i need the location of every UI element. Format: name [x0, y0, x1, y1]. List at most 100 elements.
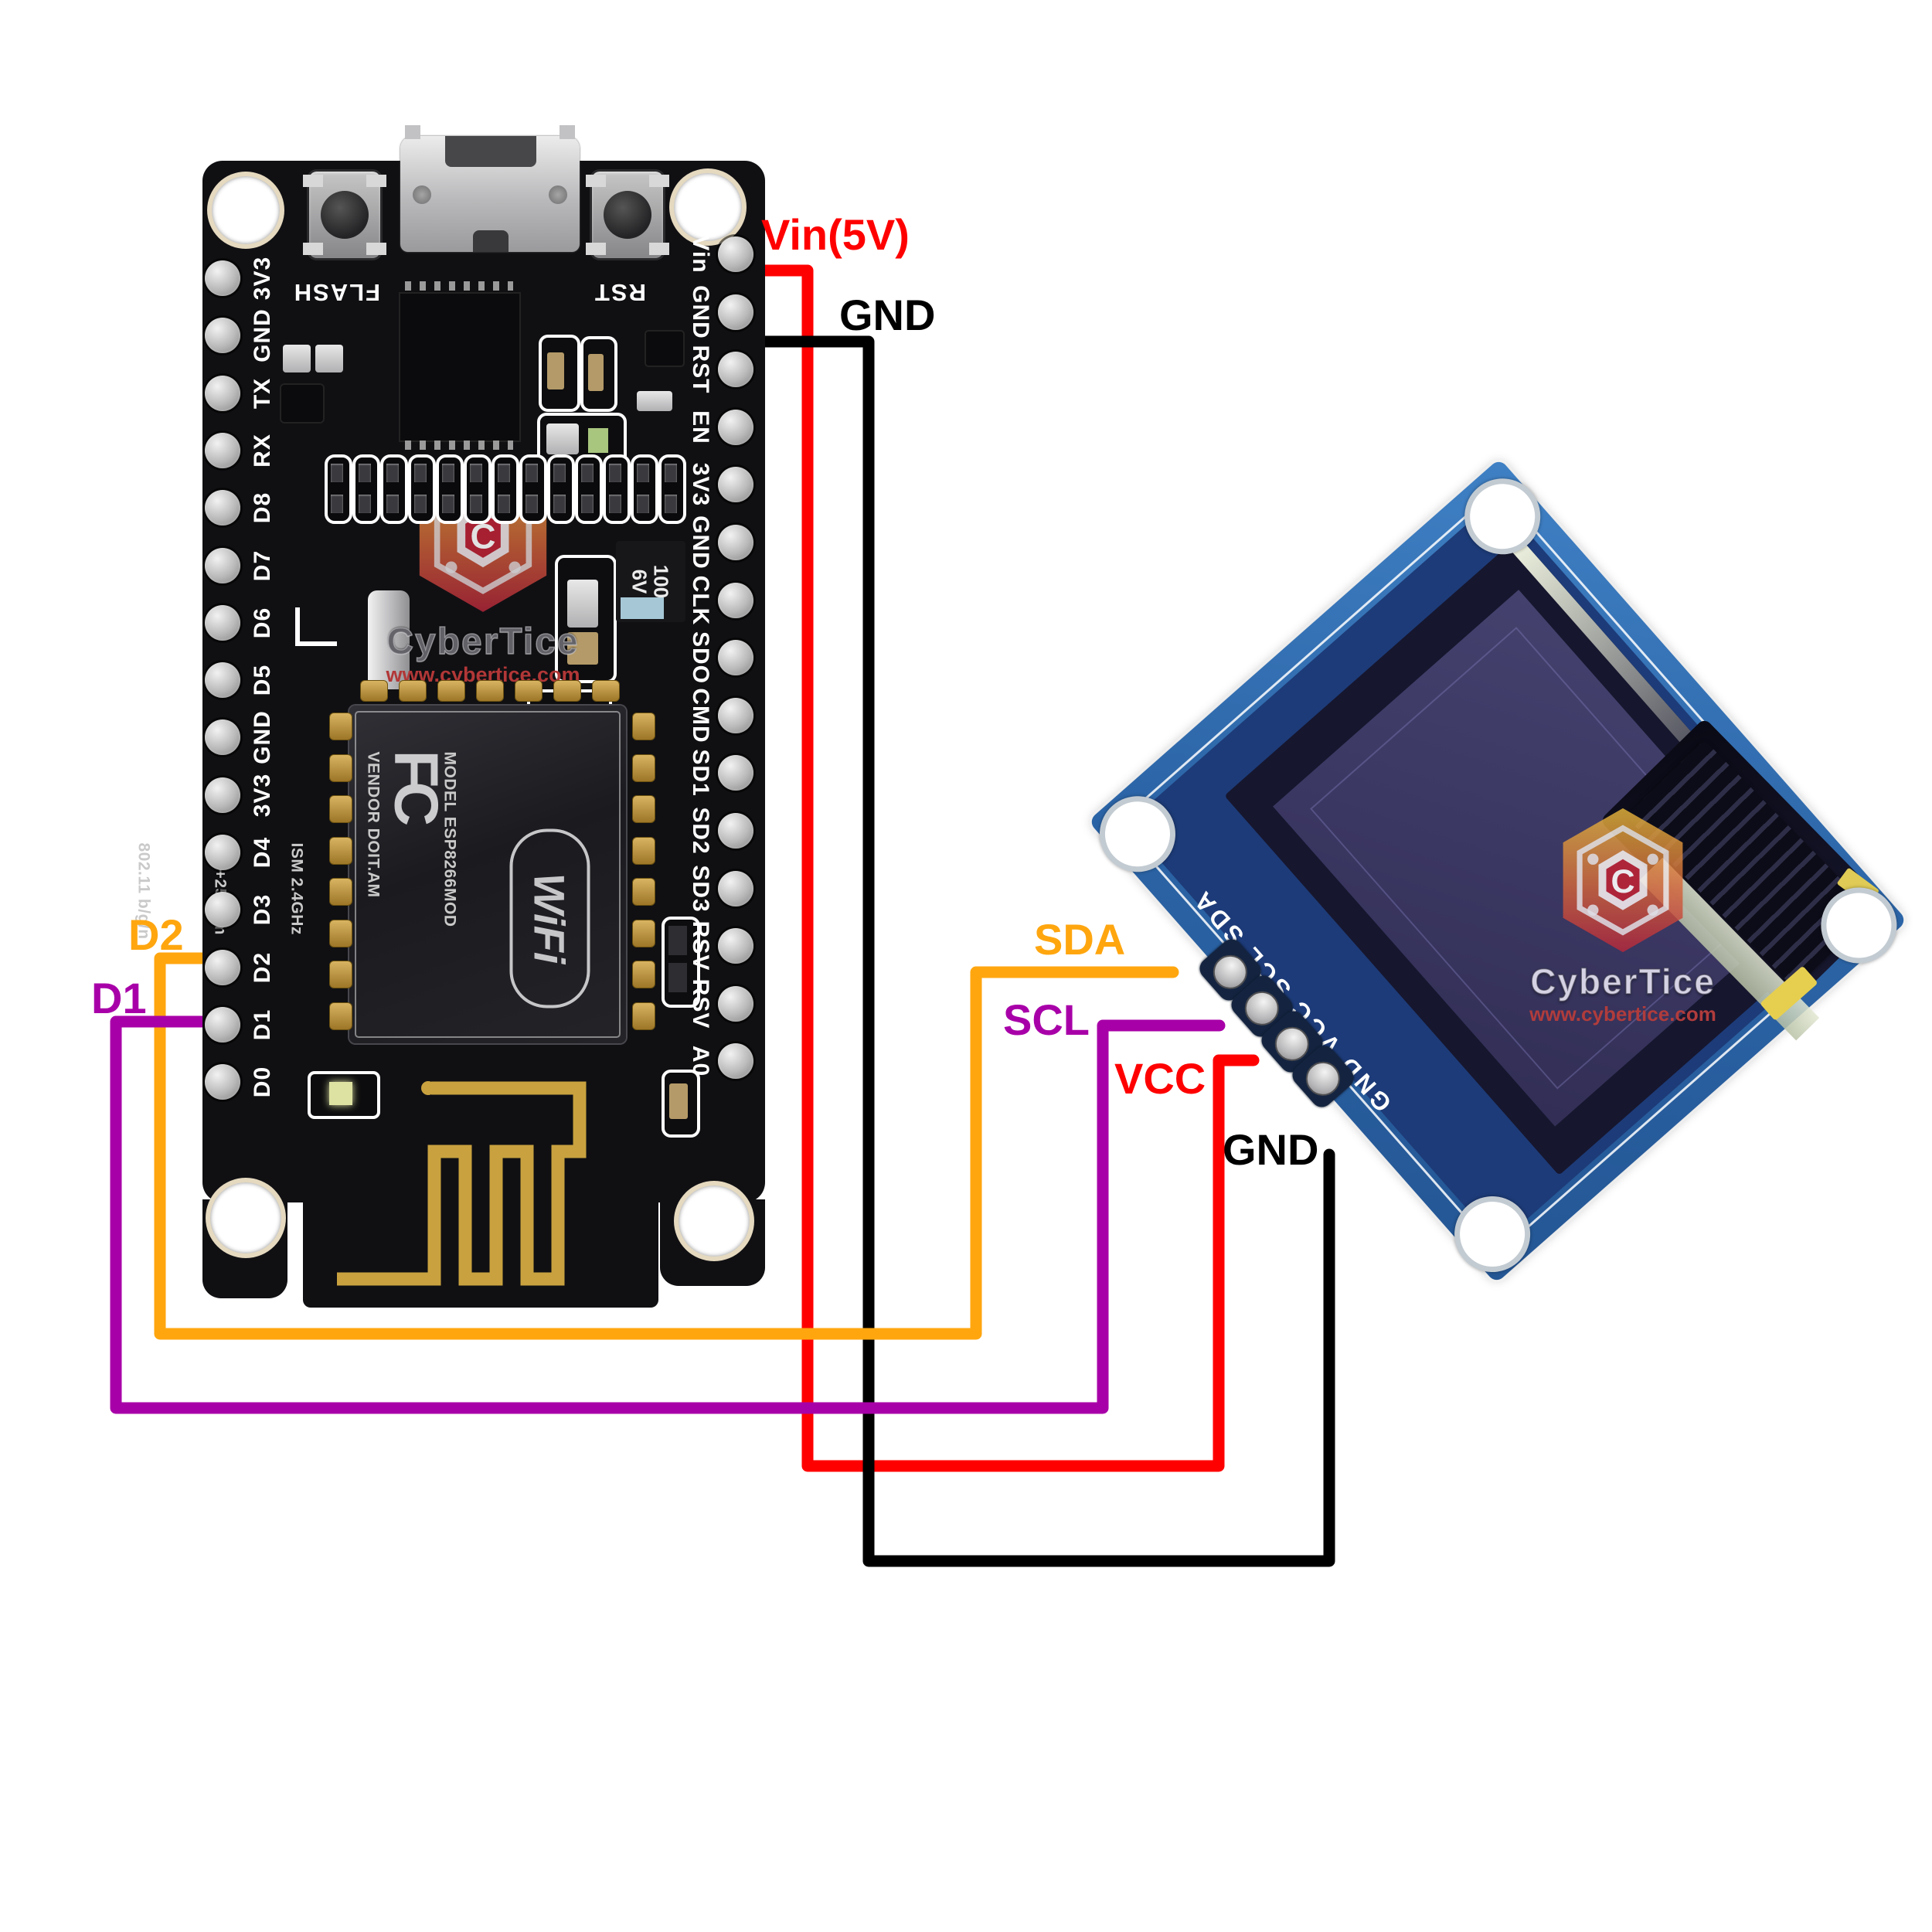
shield-pad-top	[437, 680, 465, 702]
shield-pad-right	[632, 713, 655, 740]
wire-d1-scl	[110, 1015, 1226, 1414]
shield-pad-right	[632, 1002, 655, 1030]
header-hole-cell	[575, 454, 603, 524]
usb-detail	[413, 185, 431, 204]
capacitor-voltage: 6V	[628, 569, 651, 594]
shield-pad-top	[476, 680, 504, 702]
reset-button-label: RST	[594, 279, 646, 306]
wire-d2-sda	[154, 952, 1179, 1340]
esp8266-silkscreen: MODEL ESP8266MOD VENDOR DOIT.AM ISM 2.4G…	[135, 706, 627, 1043]
shield-pad-top	[592, 680, 620, 702]
pin-pad-right-3V3	[718, 467, 753, 503]
pin-pad-left-GND	[205, 318, 240, 354]
wire-gnd-gnd	[754, 335, 1335, 1567]
pin-pad-right-SD2	[718, 813, 753, 849]
pin-pad-left-3V3	[205, 777, 240, 813]
wire-label-d2: D2	[128, 910, 184, 959]
wire-label-gnd-oled: GND	[1223, 1125, 1319, 1174]
usb-uart-chip	[399, 292, 521, 442]
watermark-brand: CyberTice	[1529, 961, 1716, 1002]
wire-label-vin5v: Vin(5V)	[761, 210, 910, 259]
fcc-logo: FC	[382, 750, 451, 821]
shield-pad-right	[632, 836, 655, 865]
smd-component	[315, 345, 343, 372]
header-hole-cell	[492, 454, 519, 524]
shield-pad-left	[329, 878, 352, 906]
shield-pad-left	[329, 919, 352, 947]
smd-component	[283, 345, 311, 372]
pin-pad-left-D5	[205, 662, 240, 699]
usb-prong	[560, 125, 575, 139]
pin-pad-left-D1	[205, 1006, 240, 1043]
power-led	[588, 428, 608, 453]
wifi-led	[329, 1082, 352, 1105]
resistor-outline	[580, 336, 617, 412]
micro-usb-connector	[400, 125, 580, 252]
header-hole-cell	[658, 454, 686, 524]
usb-prong	[405, 125, 420, 139]
pin-pad-left-D6	[205, 604, 240, 641]
chip-pins	[405, 281, 513, 291]
pin-pad-right-A0	[718, 1043, 753, 1080]
header-hole-cell	[464, 454, 492, 524]
flash-button-label: FLASH	[292, 279, 380, 306]
shield-pad-right	[632, 795, 655, 823]
pin-pad-right-CLK	[718, 582, 753, 618]
header-hole-cell	[408, 454, 436, 524]
pin-pad-right-EN	[718, 409, 753, 445]
regulator	[368, 590, 410, 689]
mounting-hole	[674, 1181, 754, 1261]
nodemcu-antenna-section	[303, 1199, 658, 1308]
reset-button-cap[interactable]	[604, 191, 651, 239]
esp8266-module	[349, 706, 626, 1043]
mounting-hole	[206, 1178, 286, 1258]
pin-label-D0: D0	[250, 1066, 275, 1098]
shield-pad-left	[329, 961, 352, 988]
pin-pad-right-Vin	[718, 236, 753, 272]
component-outline	[555, 555, 617, 683]
pin-pad-right-RSV	[718, 928, 753, 964]
led-outline	[308, 1071, 380, 1119]
esp-line: ISM 2.4GHz	[287, 842, 306, 935]
flash-button[interactable]	[303, 172, 386, 258]
watermark-oled: C CyberTice www.cybertice.com	[1507, 804, 1739, 1026]
pin-pad-left-D2	[205, 949, 240, 985]
transistor	[280, 383, 325, 423]
shield-pad-top	[360, 680, 388, 702]
header-hole-cell	[352, 454, 380, 524]
silk-bracket	[295, 607, 337, 646]
component-outline	[662, 1070, 700, 1138]
shield-pad-left	[329, 795, 352, 823]
shield-pad-left	[329, 1002, 352, 1030]
header-hole-cell	[325, 454, 352, 524]
watermark-brand: CyberTice	[386, 621, 580, 663]
pin-pad-right-RSV	[718, 985, 753, 1022]
shield-pad-right	[632, 753, 655, 782]
reset-button[interactable]	[586, 172, 669, 258]
pin-pad-left-3V3	[205, 260, 240, 296]
svg-text:C: C	[1611, 863, 1634, 900]
pin-pad-left-D0	[205, 1064, 240, 1100]
pin-pad-right-SDO	[718, 640, 753, 676]
pin-pad-right-RST	[718, 352, 753, 388]
flash-button-cap[interactable]	[321, 191, 369, 239]
capacitor-stripe	[621, 597, 664, 619]
shield-pad-top	[515, 680, 543, 702]
chip-pins	[405, 440, 513, 450]
header-hole-cell	[631, 454, 658, 524]
pin-pad-right-GND	[718, 525, 753, 560]
header-hole-cell	[547, 454, 575, 524]
pin-pad-right-CMD	[718, 697, 753, 733]
pin-pad-left-D7	[205, 547, 240, 583]
cybertice-logo: C	[1563, 808, 1683, 953]
pin-pad-left-RX	[205, 432, 240, 468]
usb-slot	[445, 136, 536, 167]
shield-pad-left	[329, 713, 352, 740]
mounting-hole	[207, 172, 284, 249]
wire-label-sda: SDA	[1034, 915, 1126, 964]
mounting-hole	[669, 168, 747, 246]
resistor-outline	[539, 335, 580, 412]
header-hole-cell	[436, 454, 464, 524]
